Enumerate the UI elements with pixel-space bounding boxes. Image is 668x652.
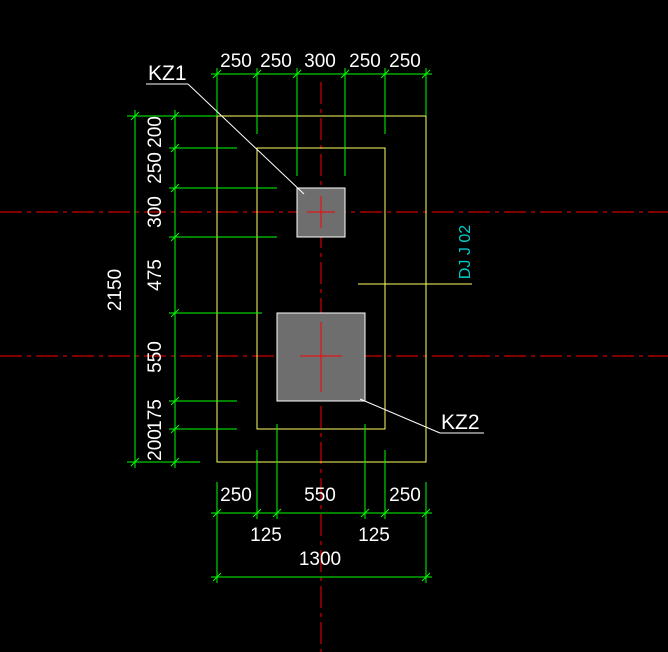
left-dimension-chain xyxy=(127,110,277,468)
top-dim-5: 250 xyxy=(389,51,421,72)
top-dimension-chain xyxy=(211,68,432,176)
kz1-leader xyxy=(146,83,305,195)
left-dim-5: 550 xyxy=(145,341,166,373)
bottom-dimension-chain xyxy=(211,424,432,583)
left-dim-1: 200 xyxy=(145,116,166,148)
foundation-tag-label: DJ J 02 xyxy=(457,225,474,279)
kz2-label: KZ2 xyxy=(441,411,480,434)
bottom-sub-dim-1: 125 xyxy=(250,525,282,546)
kz2-leader xyxy=(359,398,484,434)
bottom-dim-1: 250 xyxy=(220,485,252,506)
foundation-outer-outline xyxy=(216,115,427,463)
left-dim-4: 475 xyxy=(145,259,166,291)
top-dim-4: 250 xyxy=(349,51,381,72)
bottom-sub-dim-2: 125 xyxy=(358,525,390,546)
left-total-dim: 2150 xyxy=(105,269,126,311)
left-dim-2: 250 xyxy=(145,152,166,184)
bottom-dim-2: 550 xyxy=(304,485,336,506)
top-dim-1: 250 xyxy=(220,51,252,72)
top-dim-3: 300 xyxy=(304,51,336,72)
bottom-total-dim: 1300 xyxy=(299,549,341,570)
top-dim-2: 250 xyxy=(260,51,292,72)
left-dim-6: 175 xyxy=(145,399,166,431)
foundation-inner-outline xyxy=(256,147,386,430)
left-dim-7: 200 xyxy=(145,429,166,461)
left-dim-3: 300 xyxy=(145,196,166,228)
bottom-dim-3: 250 xyxy=(389,485,421,506)
kz1-label: KZ1 xyxy=(148,62,187,85)
